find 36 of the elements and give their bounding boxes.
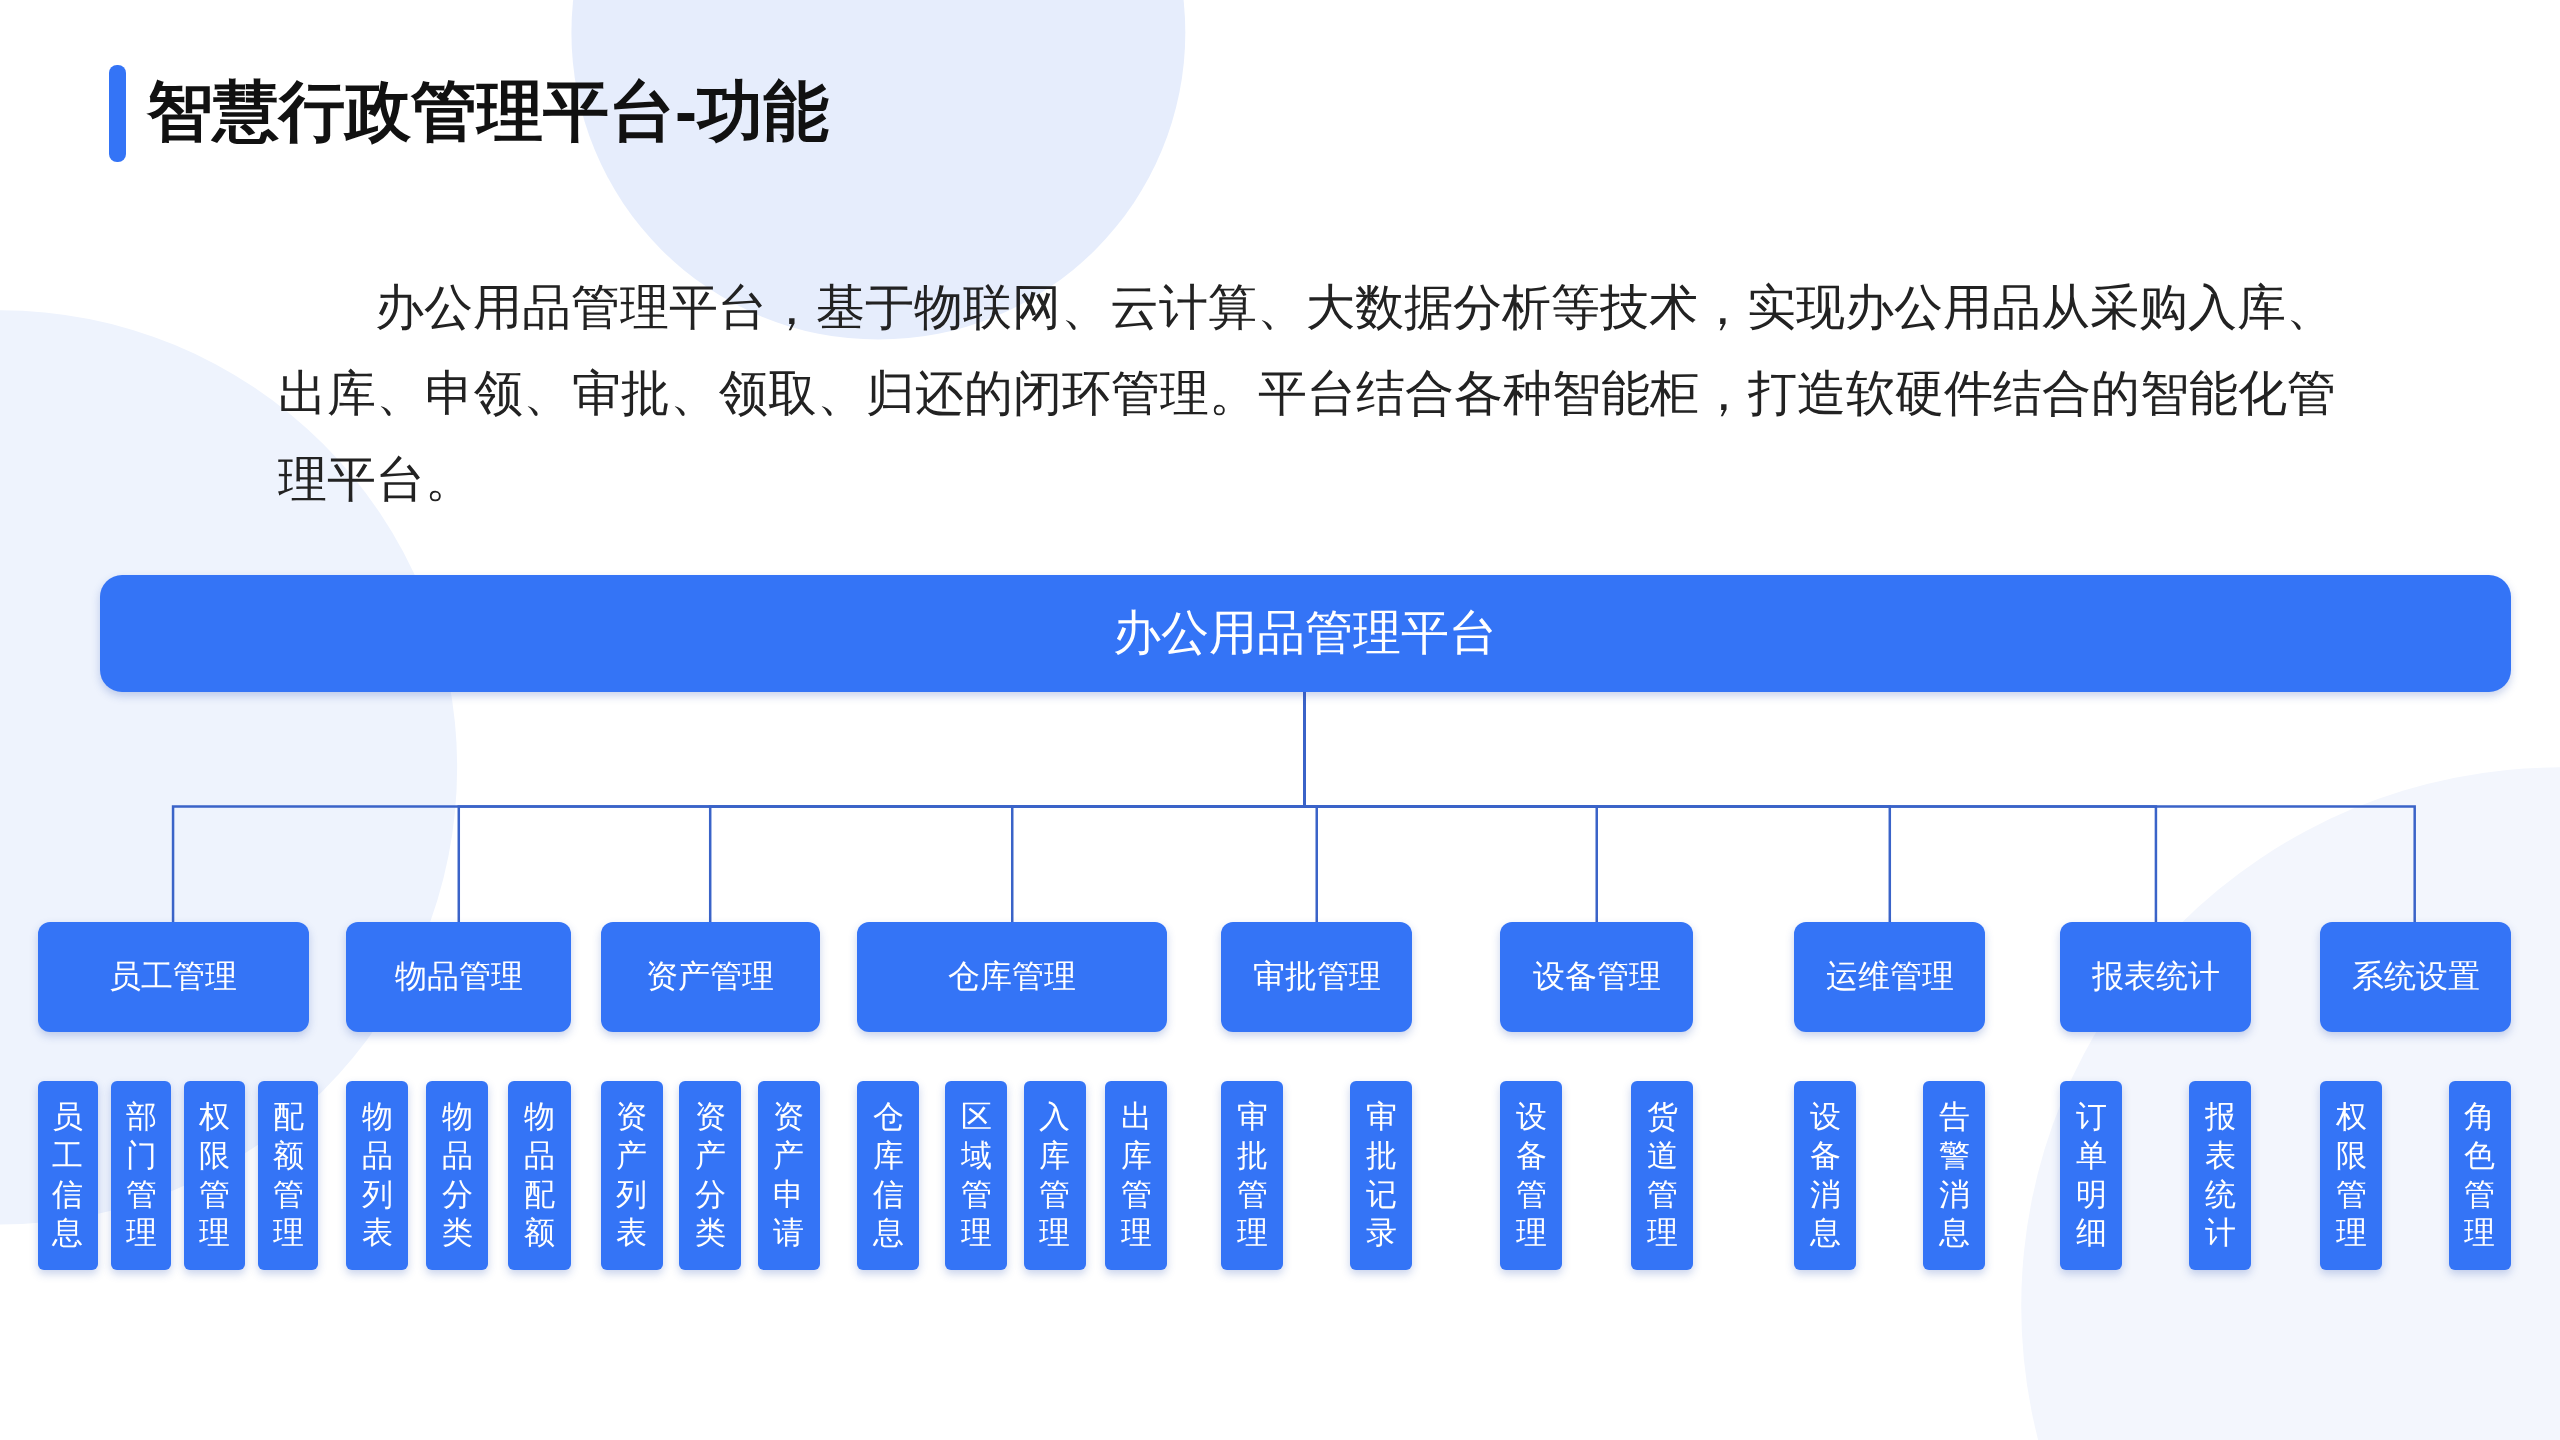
function-box: 审批管理 xyxy=(1221,1080,1284,1271)
category-box: 设备管理 xyxy=(1500,922,1694,1032)
function-box: 出库管理 xyxy=(1105,1080,1168,1271)
category-box: 资产管理 xyxy=(600,922,820,1032)
function-box: 资产列表 xyxy=(600,1080,663,1271)
function-box: 物品列表 xyxy=(346,1080,409,1271)
function-box: 物品分类 xyxy=(426,1080,489,1271)
function-box: 区域管理 xyxy=(945,1080,1008,1271)
function-box: 入库管理 xyxy=(1023,1080,1086,1271)
category-box: 物品管理 xyxy=(346,922,572,1032)
platform-bar: 办公用品管理平台 xyxy=(99,574,2511,693)
category-box: 系统设置 xyxy=(2320,922,2511,1032)
function-box: 告警消息 xyxy=(1923,1080,1986,1271)
title: 智慧行政管理平台-功能 xyxy=(146,72,829,150)
function-box: 资产分类 xyxy=(679,1080,742,1271)
description-paragraph: 办公用品管理平台，基于物联网、云计算、大数据分析等技术，实现办公用品从采购入库、出库、申领、审批、领取、归还的闭环管理。平台结合各种智能柜，打造软硬件结合的智能化管理平台。 xyxy=(277,279,2337,509)
category-box: 仓库管理 xyxy=(857,922,1168,1032)
function-box: 角色管理 xyxy=(2448,1080,2511,1271)
function-box: 权限管理 xyxy=(184,1080,245,1271)
function-box: 配额管理 xyxy=(257,1080,319,1271)
category-box: 审批管理 xyxy=(1221,922,1413,1032)
category-box: 运维管理 xyxy=(1794,922,1986,1032)
function-box: 订单明细 xyxy=(2060,1080,2123,1271)
function-box: 设备消息 xyxy=(1794,1080,1857,1271)
function-box: 物品配额 xyxy=(507,1080,572,1271)
category-box: 员工管理 xyxy=(37,922,309,1032)
function-box: 权限管理 xyxy=(2320,1080,2383,1271)
function-box: 审批记录 xyxy=(1350,1080,1413,1271)
function-box: 仓库信息 xyxy=(857,1080,920,1271)
category-box: 报表统计 xyxy=(2060,922,2252,1032)
function-box: 设备管理 xyxy=(1500,1080,1563,1271)
function-box: 员工信息 xyxy=(37,1080,98,1271)
function-box: 部门管理 xyxy=(111,1080,172,1271)
function-box: 报表统计 xyxy=(2189,1080,2252,1271)
function-box: 资产申请 xyxy=(757,1080,820,1271)
function-box: 货道管理 xyxy=(1631,1080,1694,1271)
